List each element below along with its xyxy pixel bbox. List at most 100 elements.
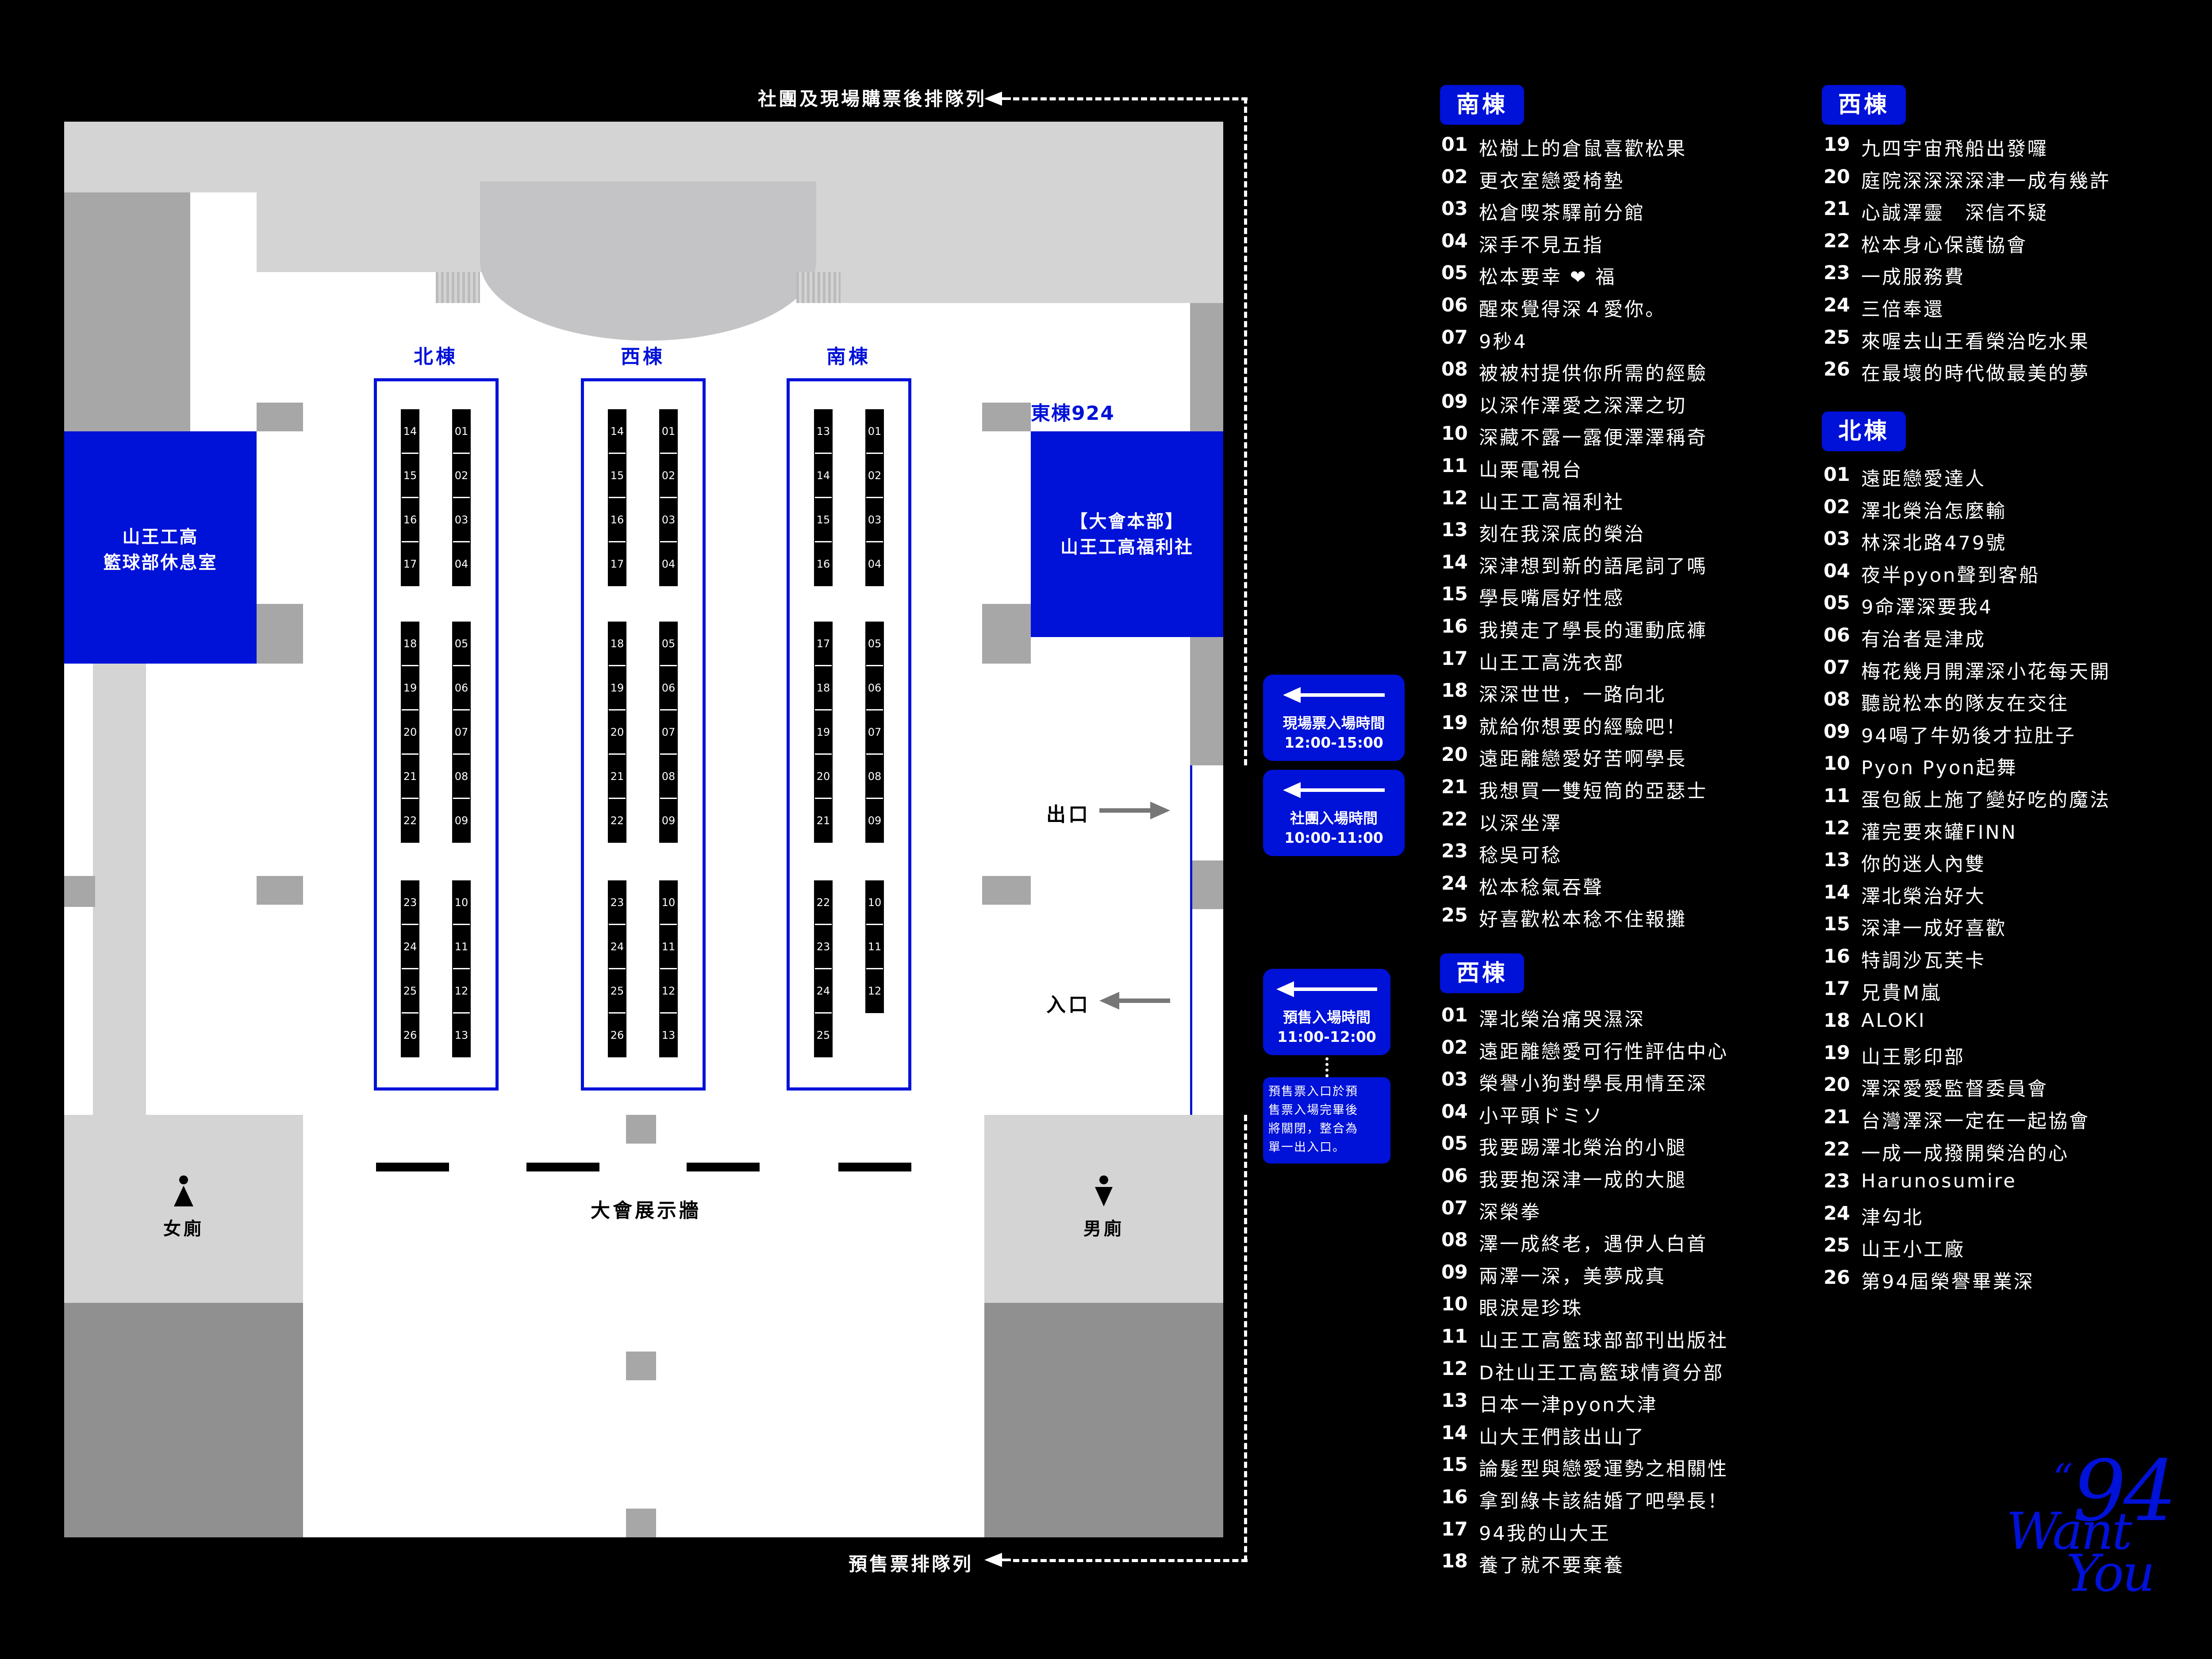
table-divider	[402, 753, 419, 755]
list-item-name: 9秒4	[1479, 330, 1528, 353]
list-item-name: 山王工高洗衣部	[1479, 652, 1624, 674]
list-item-number: 02	[1441, 165, 1468, 188]
list-item-name: 第94屆榮譽畢業深	[1861, 1271, 2035, 1293]
table-divider	[866, 968, 883, 969]
arrow-left-icon	[1283, 782, 1385, 798]
pillar	[626, 1509, 656, 1537]
booth-number: 17	[403, 558, 417, 570]
list-item-number: 20	[1824, 165, 1850, 188]
hq-booth: 【大會本部】 山王工高福利社	[1031, 431, 1223, 637]
list-item-name: 養了就不要棄養	[1479, 1555, 1624, 1577]
exhibition-wall-segment	[376, 1163, 449, 1171]
list-item-number: 15	[1824, 913, 1850, 936]
table-divider	[453, 1012, 470, 1014]
table-divider	[453, 753, 470, 755]
table-divider	[660, 541, 677, 542]
time-box-presale: 預售入場時間 11:00-12:00	[1263, 969, 1390, 1055]
list-item-name: 以深坐澤	[1479, 812, 1562, 835]
list-item-number: 06	[1441, 1165, 1468, 1187]
list-item-number: 13	[1441, 519, 1468, 541]
table-divider	[402, 968, 419, 969]
womens-restroom: 女廁	[64, 1115, 303, 1303]
booth-number: 05	[661, 637, 676, 650]
pillar	[257, 604, 303, 664]
table-divider	[866, 798, 883, 799]
table-divider	[815, 453, 832, 454]
booth-number: 20	[403, 726, 417, 738]
booth-number: 22	[610, 814, 624, 827]
queue-line	[1244, 97, 1247, 765]
list-item-number: 11	[1824, 785, 1850, 807]
list-item-name: 九四宇宙飛船出發囉	[1861, 138, 2048, 160]
booth-number: 15	[816, 514, 830, 526]
list-item-name: 梅花幾月開澤深小花每天開	[1861, 661, 2111, 683]
booth-number: 24	[403, 941, 417, 953]
booth-number: 01	[868, 425, 882, 438]
logo-word-want: Want	[2006, 1502, 2132, 1561]
list-item-number: 12	[1441, 487, 1468, 509]
table-divider	[815, 924, 832, 925]
list-item-number: 24	[1824, 294, 1850, 316]
list-item-number: 07	[1441, 326, 1468, 349]
booth-number: 11	[661, 941, 676, 953]
womens-restroom-label: 女廁	[163, 1219, 204, 1239]
list-item-name: 一成服務費	[1861, 266, 1965, 289]
list-item-name: 你的迷人內雙	[1861, 853, 1986, 876]
booth-number: 02	[454, 469, 469, 482]
list-item-number: 18	[1441, 680, 1468, 702]
list-item-number: 22	[1824, 230, 1850, 252]
booth-number: 02	[661, 469, 676, 482]
arrow-left-icon	[1276, 981, 1377, 997]
booth-number: 09	[868, 814, 882, 827]
list-item-name: 我要抱深津一成的大腿	[1479, 1169, 1687, 1191]
booth-number: 01	[454, 425, 469, 438]
list-item-name: 深津一成好喜歡	[1861, 918, 2007, 940]
table-divider	[453, 709, 470, 710]
table-divider	[609, 453, 626, 454]
booth-number: 12	[868, 985, 882, 997]
booth-number: 23	[403, 896, 417, 909]
list-item-name: 深榮拳	[1479, 1201, 1541, 1224]
table-divider	[402, 924, 419, 925]
list-item-number: 01	[1441, 134, 1468, 156]
list-item-number: 26	[1824, 358, 1850, 381]
list-item-name: 津勾北	[1861, 1206, 1924, 1229]
list-item-number: 10	[1441, 1293, 1468, 1316]
east-door-line	[1190, 765, 1192, 1115]
list-item-number: 05	[1824, 592, 1850, 614]
list-item-name: 聽說松本的隊友在交往	[1861, 693, 2069, 715]
arrow-left-icon	[1283, 687, 1385, 703]
presale-note-line: 預售票入口於預	[1268, 1085, 1358, 1098]
table-divider	[660, 497, 677, 498]
booth-number: 15	[610, 469, 624, 482]
booth-number: 22	[403, 814, 417, 827]
list-item-name: 心誠澤靈 深信不疑	[1861, 202, 2048, 225]
pillar	[1190, 637, 1223, 765]
booth-number: 09	[454, 814, 469, 827]
list-item-number: 21	[1441, 776, 1468, 798]
time-box-time: 11:00-12:00	[1277, 1028, 1376, 1045]
list-item-name: 深深世世，一路向北	[1479, 684, 1666, 707]
pillar	[982, 604, 1031, 664]
entrance-arrow-icon	[1099, 992, 1170, 1010]
list-item-number: 09	[1824, 720, 1850, 743]
pillar	[982, 403, 1031, 431]
booth-number: 12	[661, 985, 676, 997]
list-item-name: 澤深愛愛監督委員會	[1861, 1078, 2048, 1101]
list-item-name: 深藏不露一露便澤澤稱奇	[1479, 427, 1708, 449]
list-item-number: 21	[1824, 1106, 1850, 1128]
list-item-name: 山王影印部	[1861, 1046, 1965, 1068]
table-divider	[866, 541, 883, 542]
list-item-name: 一成一成撥開榮治的心	[1861, 1142, 2069, 1165]
list-item-number: 16	[1441, 615, 1468, 637]
logo-word-you: You	[2066, 1544, 2155, 1603]
list-item-name: 澤北榮治痛哭濕深	[1479, 1009, 1645, 1031]
list-item-name: 拿到綠卡該結婚了吧學長！	[1479, 1490, 1728, 1513]
table-divider	[660, 709, 677, 710]
booth-number: 26	[610, 1029, 624, 1041]
booth-number: 06	[661, 682, 676, 694]
hall-header-north: 北棟	[414, 346, 458, 368]
